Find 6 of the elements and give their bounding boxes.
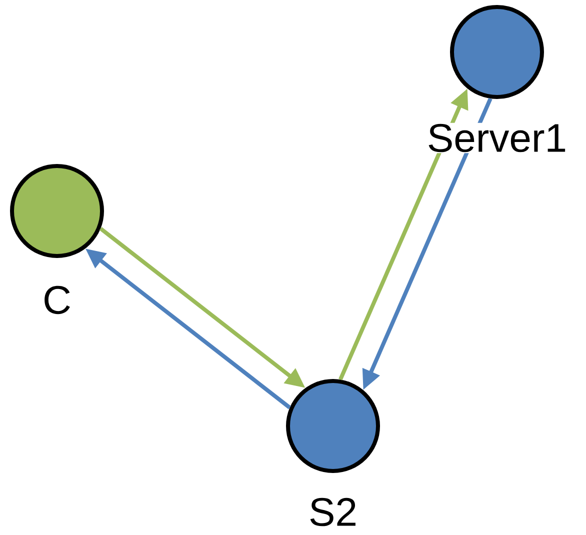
circle-node [286,379,380,473]
circle-node [450,5,544,99]
node-label: C [42,284,72,316]
node-label: S2 [308,496,358,528]
node-label: Server1 [426,122,568,154]
circle-node [10,164,104,258]
